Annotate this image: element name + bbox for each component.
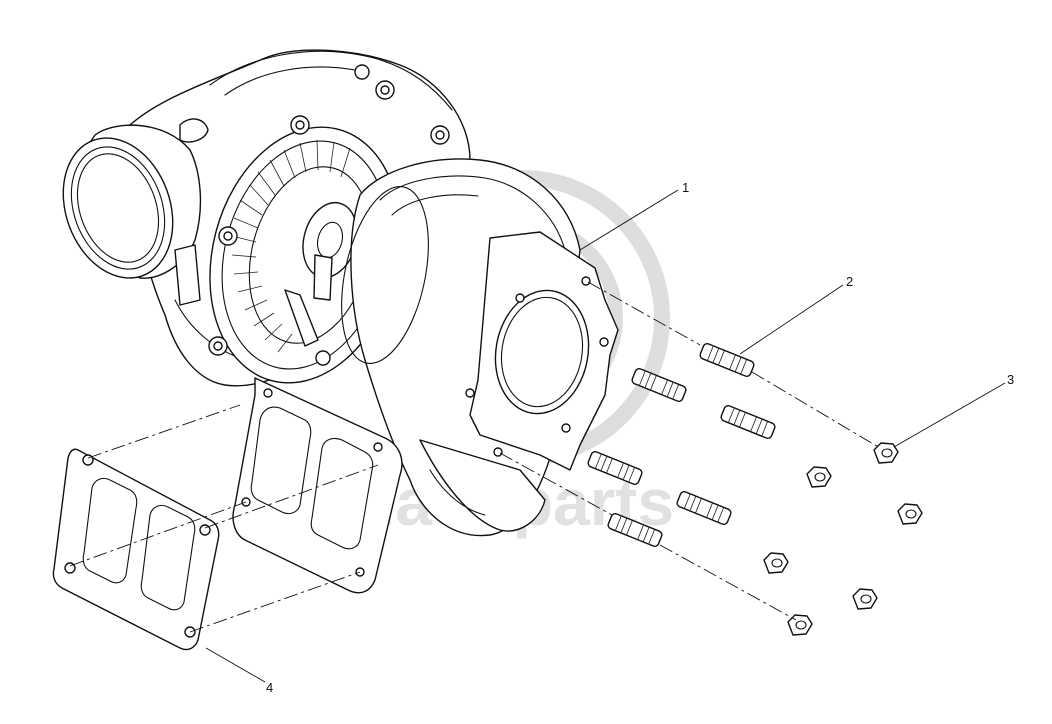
hex-nuts (763, 442, 923, 636)
hex-nut (852, 588, 878, 610)
callout-2: 2 (846, 274, 853, 289)
callout-4: 4 (266, 680, 273, 695)
hex-nut (787, 614, 813, 636)
gasket (52, 448, 220, 651)
stud-bolt (587, 450, 643, 486)
stud-bolt (607, 512, 663, 548)
hex-nut (806, 466, 832, 488)
turbine-outlet-flange (465, 231, 619, 471)
hex-nut (873, 442, 899, 464)
center-housing (208, 64, 450, 384)
callouts: 1 2 3 4 (205, 180, 1014, 695)
stud-bolt (676, 490, 732, 526)
stud-bolt (720, 404, 776, 440)
assembly-centerlines (69, 281, 881, 633)
hex-nut (763, 552, 789, 574)
callout-1: 1 (682, 180, 689, 195)
stud-bolt (631, 367, 687, 403)
turbine-inlet-flange (232, 377, 403, 594)
hex-nut (897, 503, 923, 525)
stud-bolt (699, 342, 755, 378)
stud-bolts (587, 342, 776, 548)
callout-3: 3 (1007, 372, 1014, 387)
